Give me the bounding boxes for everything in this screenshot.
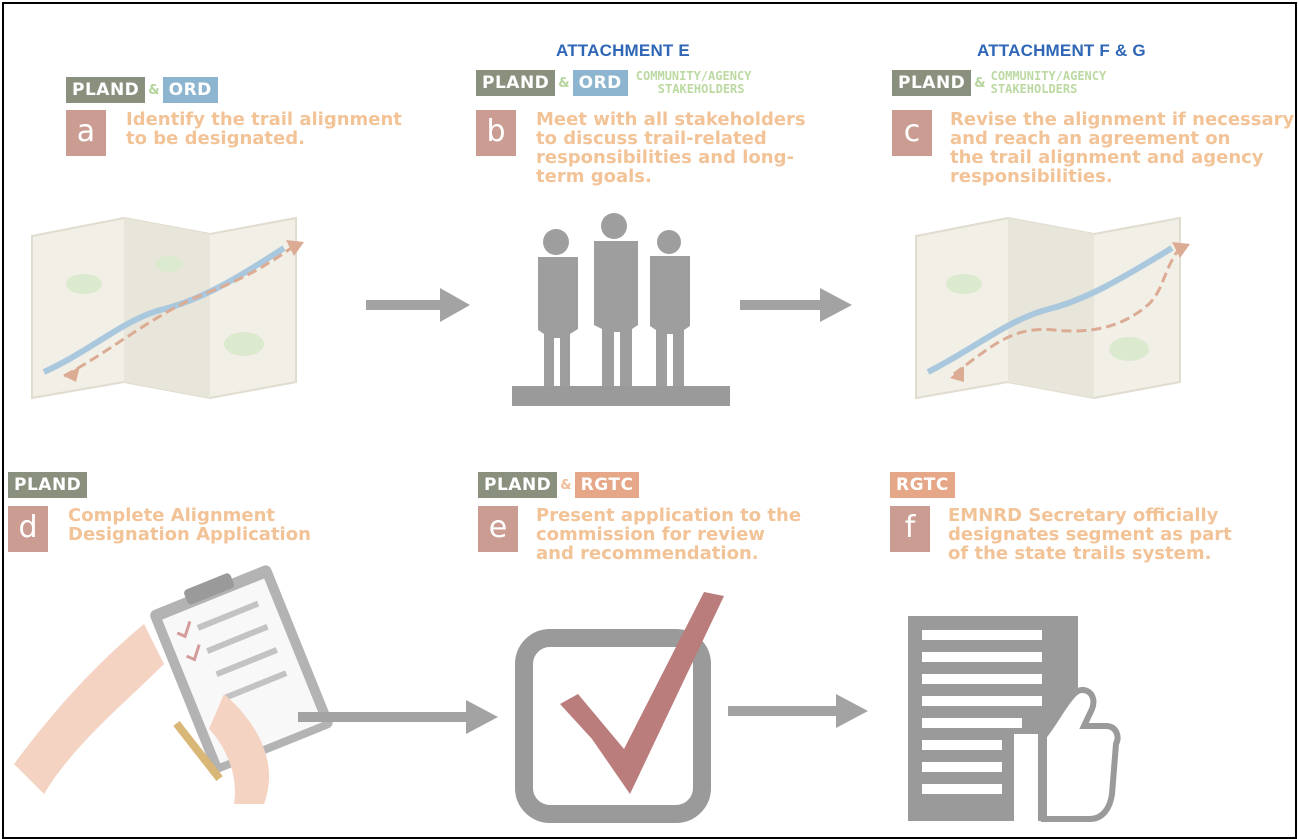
- ampersand: &: [974, 75, 986, 91]
- community-stakeholders-label: COMMUNITY/AGENCY STAKEHOLDERS: [990, 69, 1107, 96]
- arrow-icon: [366, 288, 470, 322]
- revised-map-icon: [915, 216, 1190, 400]
- step-d-letter: d: [8, 506, 48, 552]
- illustrations: [14, 213, 1190, 824]
- step-d-text: Complete Alignment Designation Applicati…: [68, 505, 311, 545]
- clipboard-icon: [14, 565, 333, 804]
- community-stakeholders-label: COMMUNITY/AGENCY STAKEHOLDERS: [635, 69, 752, 96]
- step-f-tags: RGTC: [890, 472, 955, 498]
- pland-tag: PLAND: [476, 70, 556, 96]
- stakeholders-icon: [512, 213, 730, 406]
- step-e-text: Present application to the commission fo…: [536, 505, 802, 564]
- checkbox-icon: [515, 592, 724, 823]
- step-f-letter: f: [890, 506, 930, 552]
- rgtc-tag: RGTC: [890, 472, 955, 498]
- ampersand: &: [560, 477, 572, 493]
- step-b-letter: b: [476, 110, 516, 156]
- ampersand: &: [558, 75, 570, 91]
- pland-tag: PLAND: [478, 472, 558, 498]
- map-icon: [31, 216, 304, 400]
- step-f-text: EMNRD Secretary officially designates se…: [948, 505, 1232, 564]
- document-thumbs-up-icon: [908, 616, 1121, 824]
- step-b-tags: PLAND & ORD COMMUNITY/AGENCY STAKEHOLDER…: [476, 70, 751, 96]
- attachment-e-label: ATTACHMENT E: [556, 41, 690, 60]
- step-c-tags: PLAND & COMMUNITY/AGENCY STAKEHOLDERS: [892, 70, 1106, 96]
- step-a-tags: PLAND & ORD: [66, 77, 218, 103]
- rgtc-tag: RGTC: [574, 472, 640, 498]
- ampersand: &: [148, 82, 160, 98]
- ord-tag: ORD: [162, 77, 218, 103]
- arrow-icon: [728, 694, 868, 728]
- pland-tag: PLAND: [8, 472, 88, 498]
- arrow-icon: [740, 288, 852, 322]
- step-e-tags: PLAND & RGTC: [478, 472, 640, 498]
- step-a-letter: a: [66, 110, 106, 156]
- step-d-tags: PLAND: [8, 472, 88, 498]
- pland-tag: PLAND: [66, 77, 146, 103]
- step-c-letter: c: [892, 110, 932, 156]
- attachment-fg-label: ATTACHMENT F & G: [977, 41, 1146, 60]
- ord-tag: ORD: [572, 70, 628, 96]
- arrow-icon: [298, 700, 498, 734]
- step-b-text: Meet with all stakeholders to discuss tr…: [536, 109, 806, 187]
- step-c-text: Revise the alignment if necessary and re…: [950, 109, 1295, 187]
- step-e-letter: e: [478, 506, 518, 552]
- pland-tag: PLAND: [892, 70, 972, 96]
- step-a-text: Identify the trail alignment to be desig…: [126, 109, 402, 149]
